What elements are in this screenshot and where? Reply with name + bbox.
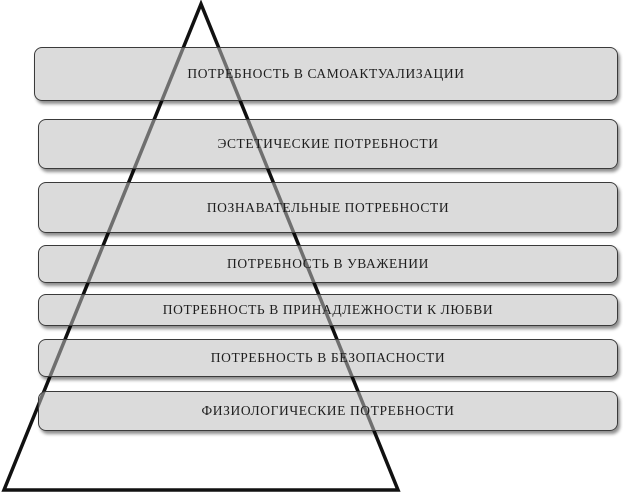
- pyramid-level-label: ФИЗИОЛОГИЧЕСКИЕ ПОТРЕБНОСТИ: [201, 403, 455, 418]
- pyramid-level-label: ПОТРЕБНОСТЬ В САМОАКТУАЛИЗАЦИИ: [187, 66, 465, 81]
- pyramid-level-label: ЭСТЕТИЧЕСКИЕ ПОТРЕБНОСТИ: [217, 136, 439, 151]
- pyramid-level-physiological: ФИЗИОЛОГИЧЕСКИЕ ПОТРЕБНОСТИ: [38, 391, 618, 431]
- pyramid-level-label: ПОТРЕБНОСТЬ В БЕЗОПАСНОСТИ: [210, 350, 446, 365]
- pyramid-level-esteem: ПОТРЕБНОСТЬ В УВАЖЕНИИ: [38, 245, 618, 283]
- pyramid-level-label: ПОТРЕБНОСТЬ В УВАЖЕНИИ: [227, 256, 429, 271]
- pyramid-level-cognitive: ПОЗНАВАТЕЛЬНЫЕ ПОТРЕБНОСТИ: [38, 182, 618, 233]
- pyramid-level-label: ПОЗНАВАТЕЛЬНЫЕ ПОТРЕБНОСТИ: [206, 199, 450, 215]
- pyramid-level-safety: ПОТРЕБНОСТЬ В БЕЗОПАСНОСТИ: [38, 339, 618, 377]
- pyramid-level-self-actualization: ПОТРЕБНОСТЬ В САМОАКТУАЛИЗАЦИИ: [34, 47, 618, 101]
- pyramid-level-label: ПОТРЕБНОСТЬ В ПРИНАДЛЕЖНОСТИ К ЛЮБВИ: [162, 302, 494, 317]
- pyramid-level-belonging-love: ПОТРЕБНОСТЬ В ПРИНАДЛЕЖНОСТИ К ЛЮБВИ: [38, 294, 618, 326]
- pyramid-level-aesthetic: ЭСТЕТИЧЕСКИЕ ПОТРЕБНОСТИ: [38, 119, 618, 169]
